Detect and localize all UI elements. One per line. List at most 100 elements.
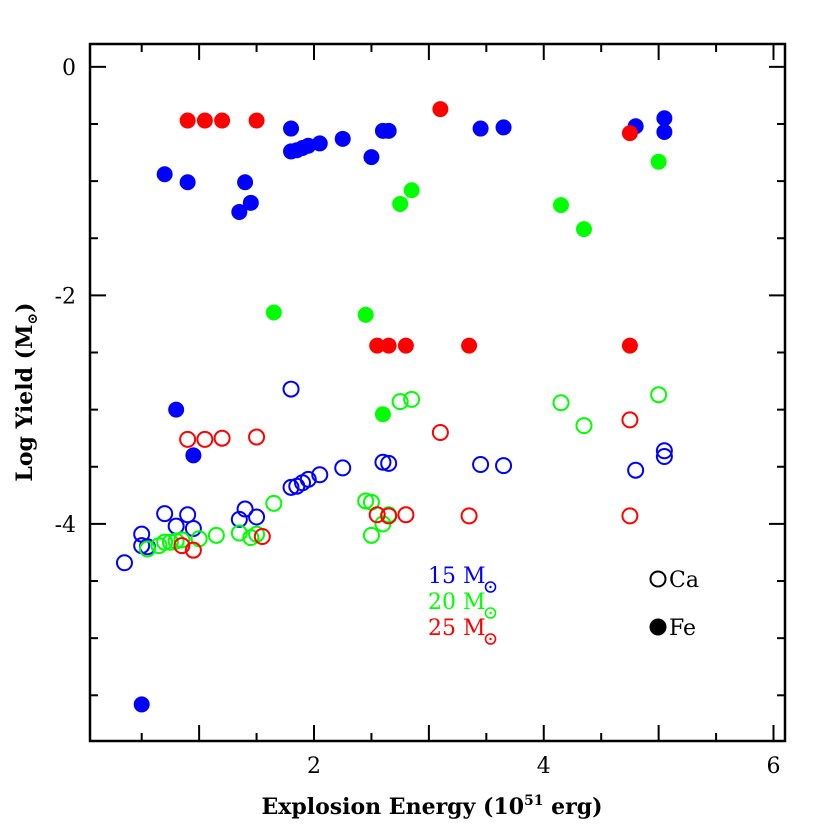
point-ca-20m (265, 494, 283, 512)
point-fe-15m (334, 130, 351, 147)
x-axis-title: Explosion Energy (1051 erg) (261, 793, 602, 820)
point-ca-20m (173, 531, 191, 549)
point-fe-15m (283, 120, 300, 137)
point-ca-20m (391, 393, 409, 411)
point-ca-15m (380, 454, 398, 472)
point-fe-20m (265, 304, 282, 321)
point-ca-15m (655, 447, 673, 465)
point-ca-15m (236, 500, 254, 518)
sun-symbol-dot-icon (489, 637, 492, 641)
point-ca-20m (357, 492, 375, 510)
point-fe-25m (248, 112, 265, 129)
point-fe-25m (621, 337, 638, 354)
point-ca-15m (334, 459, 352, 477)
legend-symbol-label: Fe (669, 616, 696, 641)
point-fe-15m (363, 149, 380, 166)
legend-mass-entry: 20 M (428, 590, 486, 615)
point-ca-15m (311, 466, 329, 484)
point-fe-15m (495, 119, 512, 136)
point-fe-20m (575, 221, 592, 238)
point-ca-15m (299, 470, 317, 488)
point-ca-20m (207, 526, 225, 544)
point-fe-25m (432, 101, 449, 118)
x-tick-label: 4 (537, 754, 551, 779)
point-fe-15m (237, 174, 254, 191)
point-fe-15m (380, 122, 397, 139)
point-ca-15m (115, 554, 133, 572)
point-fe-25m (380, 337, 397, 354)
point-ca-15m (627, 461, 645, 479)
legend-symbol-label: Ca (669, 568, 699, 593)
point-fe-15m (656, 110, 673, 127)
axis-ticks (90, 44, 785, 741)
point-ca-25m (380, 507, 398, 525)
point-ca-20m (161, 533, 179, 551)
point-fe-15m (242, 194, 259, 211)
point-ca-25m (196, 430, 214, 448)
y-tick-label: -4 (55, 513, 76, 538)
y-tick-label: 0 (62, 56, 76, 81)
point-fe-20m (392, 195, 409, 212)
tick-labels: 2 4 6 0 -2 -4 (55, 56, 781, 779)
point-fe-15m (168, 401, 185, 418)
point-ca-25m (248, 428, 266, 446)
data-points (115, 101, 673, 713)
point-ca-25m (621, 411, 639, 429)
point-fe-20m (374, 406, 391, 423)
point-ca-15m (282, 478, 300, 496)
point-fe-25m (621, 125, 638, 142)
point-ca-15m (374, 453, 392, 471)
point-fe-15m (133, 696, 150, 713)
point-fe-25m (397, 337, 414, 354)
point-ca-15m (230, 510, 248, 528)
x-tick-label: 2 (307, 754, 321, 779)
sun-symbol-icon (484, 633, 497, 645)
point-fe-25m (196, 112, 213, 129)
open-circle-icon (649, 570, 667, 588)
point-fe-20m (357, 306, 374, 323)
point-ca-20m (575, 417, 593, 435)
point-fe-20m (403, 182, 420, 199)
sun-symbol-dot-icon (489, 611, 492, 615)
point-ca-15m (248, 508, 266, 526)
point-fe-15m (231, 203, 248, 220)
point-ca-15m (472, 455, 490, 473)
point-fe-25m (214, 112, 231, 129)
point-ca-25m (621, 507, 639, 525)
point-ca-20m (167, 532, 185, 550)
point-fe-20m (552, 197, 569, 214)
point-ca-25m (213, 429, 231, 447)
x-tick-label: 6 (767, 754, 781, 779)
point-ca-15m (282, 380, 300, 398)
point-ca-20m (362, 526, 380, 544)
plot-frame (88, 42, 787, 743)
point-ca-25m (173, 537, 191, 555)
point-fe-15m (156, 166, 173, 183)
point-ca-25m (460, 507, 478, 525)
point-fe-15m (656, 123, 673, 140)
point-fe-20m (650, 153, 667, 170)
point-ca-20m (230, 524, 248, 542)
point-ca-20m (403, 390, 421, 408)
point-ca-25m (179, 430, 197, 448)
sun-symbol-icon (484, 607, 497, 619)
point-ca-20m (650, 386, 668, 404)
point-ca-20m (156, 533, 174, 551)
sun-symbol-icon (484, 581, 497, 593)
point-fe-15m (311, 135, 328, 152)
point-ca-15m (184, 519, 202, 537)
point-fe-15m (472, 120, 489, 137)
y-tick-label: -2 (55, 284, 76, 309)
point-ca-25m (253, 527, 271, 545)
point-fe-25m (461, 337, 478, 354)
legend-mass-entry: 15 M (428, 564, 486, 589)
point-fe-25m (179, 112, 196, 129)
point-ca-15m (156, 505, 174, 523)
point-ca-15m (655, 442, 673, 460)
point-fe-15m (179, 174, 196, 191)
legend-mass-entry: 25 M (428, 616, 486, 641)
point-ca-25m (397, 506, 415, 524)
sun-symbol-dot-icon (489, 585, 492, 589)
filled-circle-icon (649, 618, 667, 636)
